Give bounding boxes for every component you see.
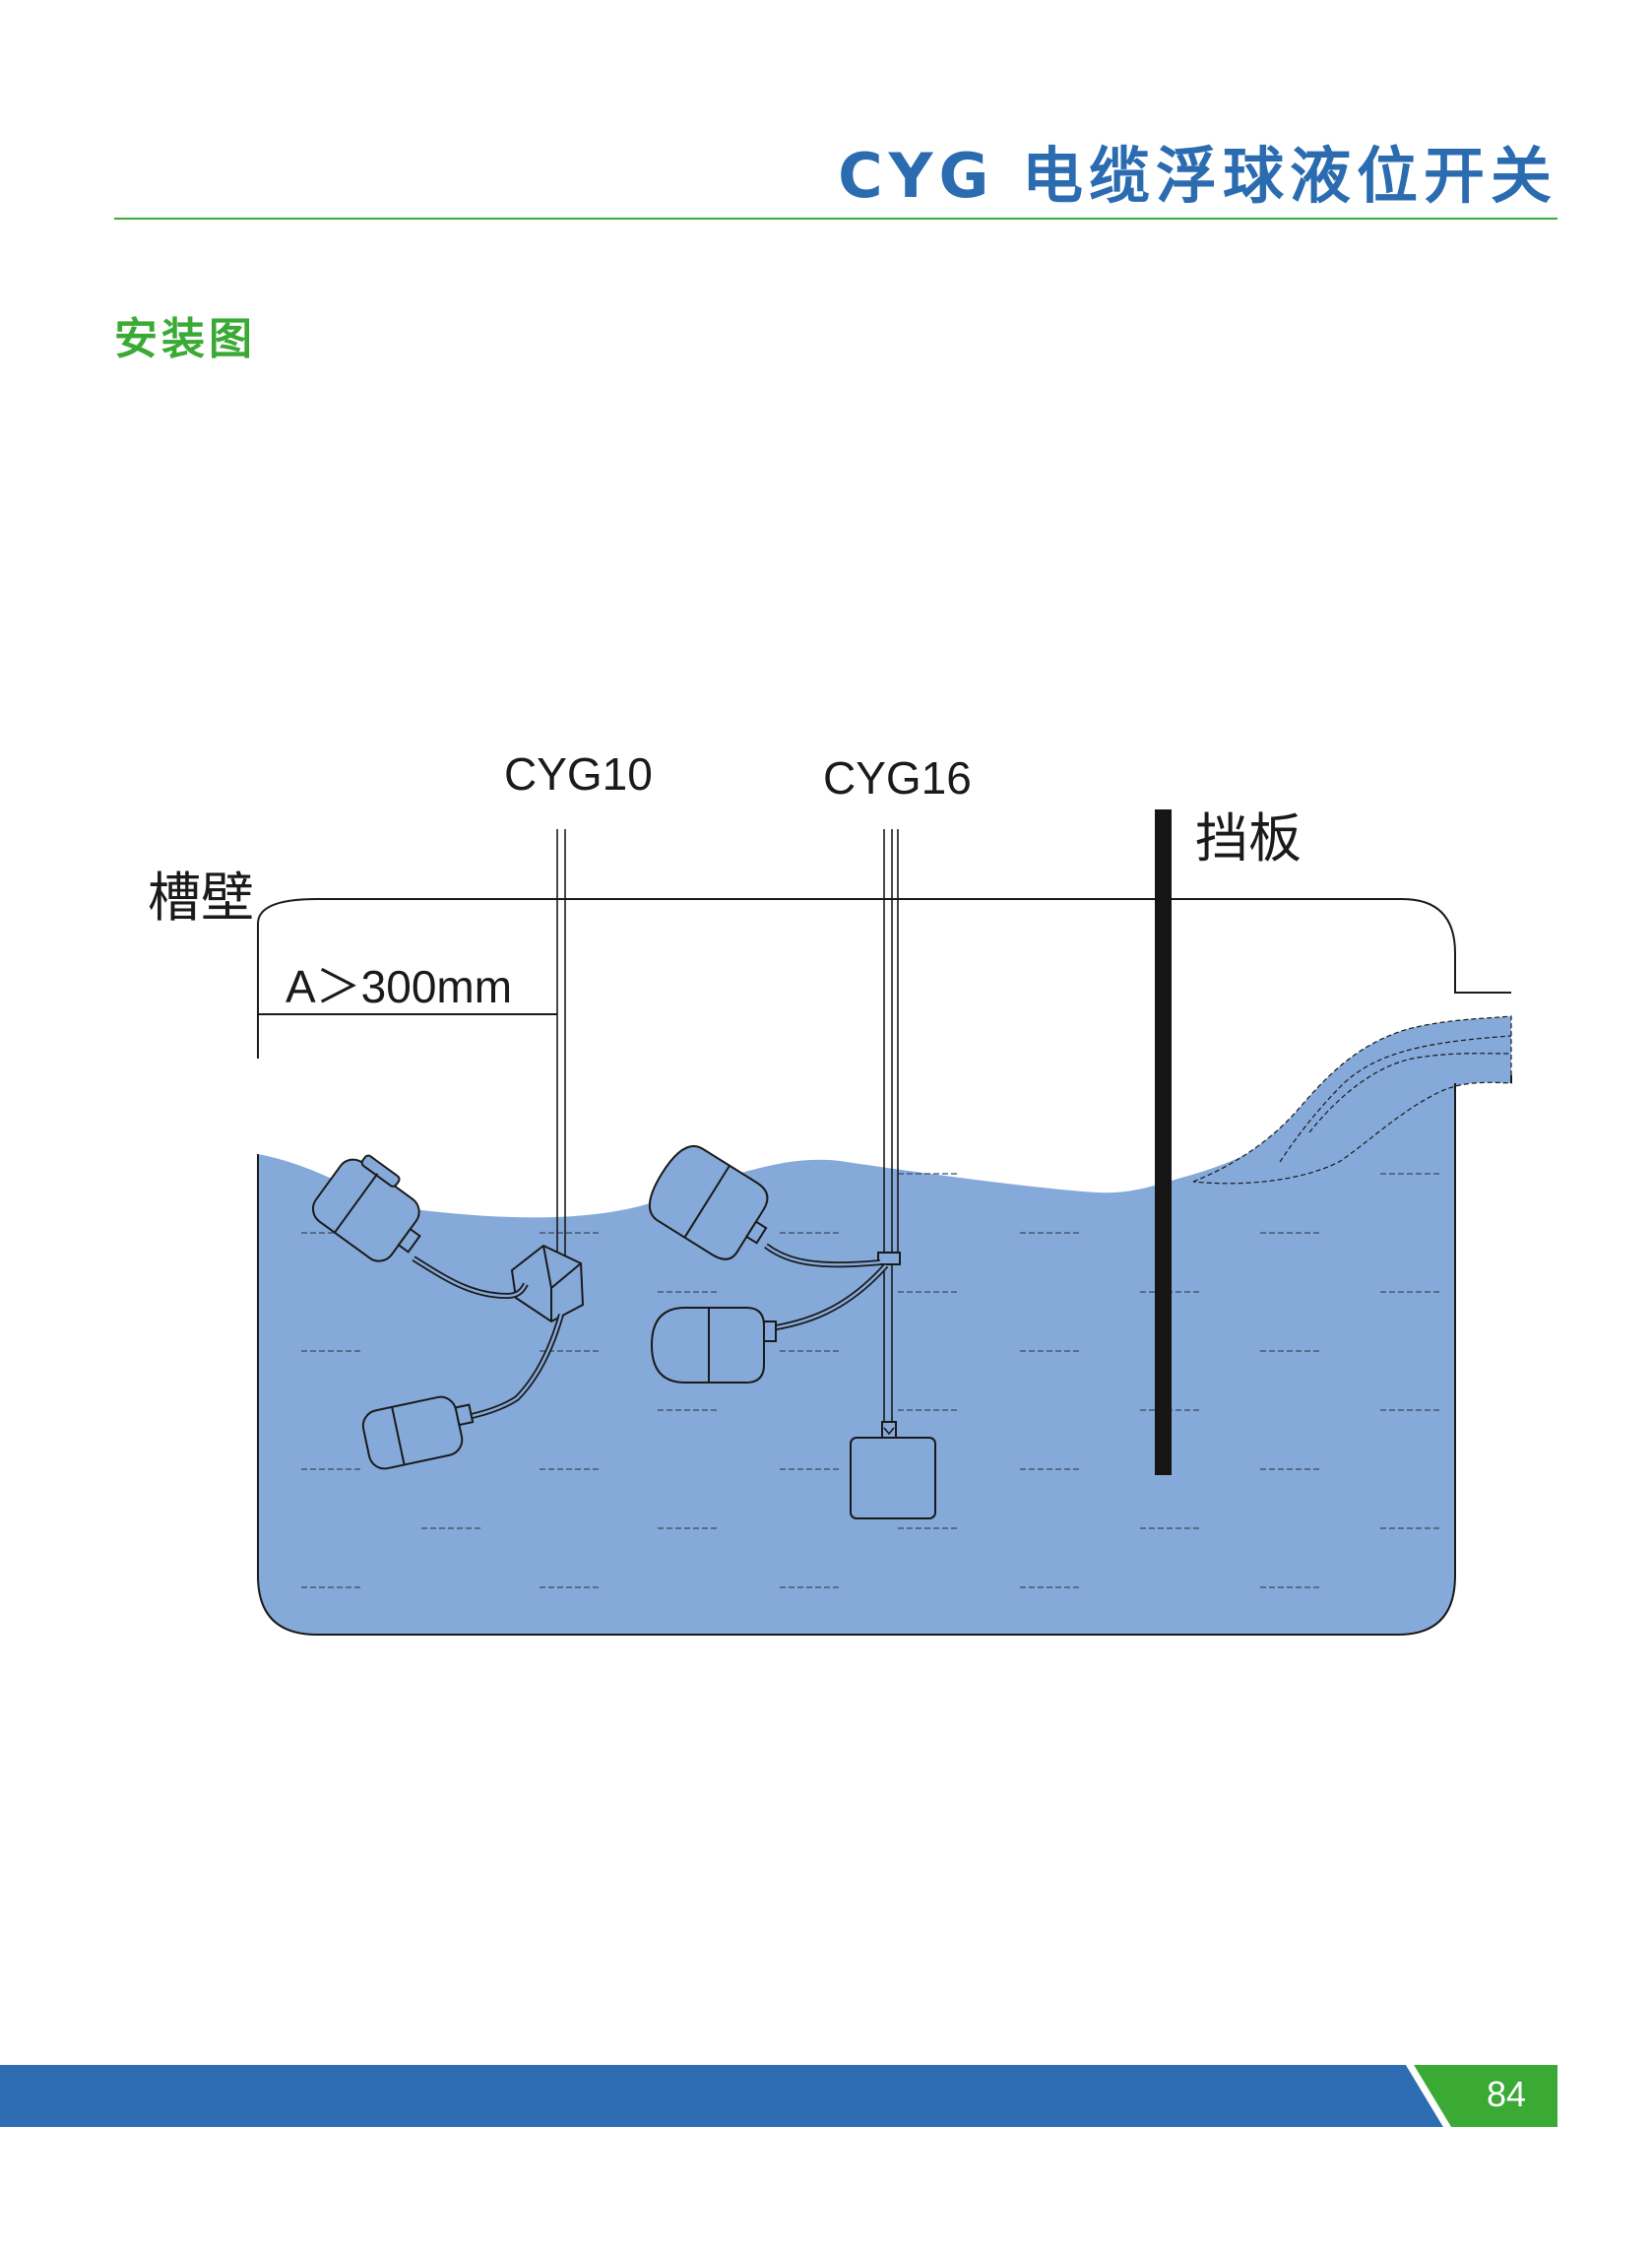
cyg10-floats [311, 1154, 564, 1470]
label-tank-wall: 槽壁 [148, 867, 254, 929]
page-number: 84 [1486, 2074, 1527, 2114]
label-cyg16: CYG16 [823, 752, 972, 804]
distance-dimension [257, 1004, 557, 1059]
header-divider [114, 218, 1557, 220]
label-distance: A＞300mm [286, 961, 512, 1012]
cyg10-cable [556, 829, 566, 1268]
baffle [1155, 809, 1172, 1475]
tank-outline [257, 898, 1511, 1636]
cyg10-clamp [510, 1244, 585, 1323]
section-title: 安装图 [114, 314, 256, 364]
cyg16-floats [648, 1144, 889, 1384]
page-title: CYG 电缆浮球液位开关 [838, 140, 1557, 212]
cyg16-assembly [850, 829, 936, 1519]
label-baffle: 挡板 [1195, 807, 1302, 869]
label-cyg10: CYG10 [504, 748, 653, 800]
inflow-stream [1192, 1015, 1512, 1185]
